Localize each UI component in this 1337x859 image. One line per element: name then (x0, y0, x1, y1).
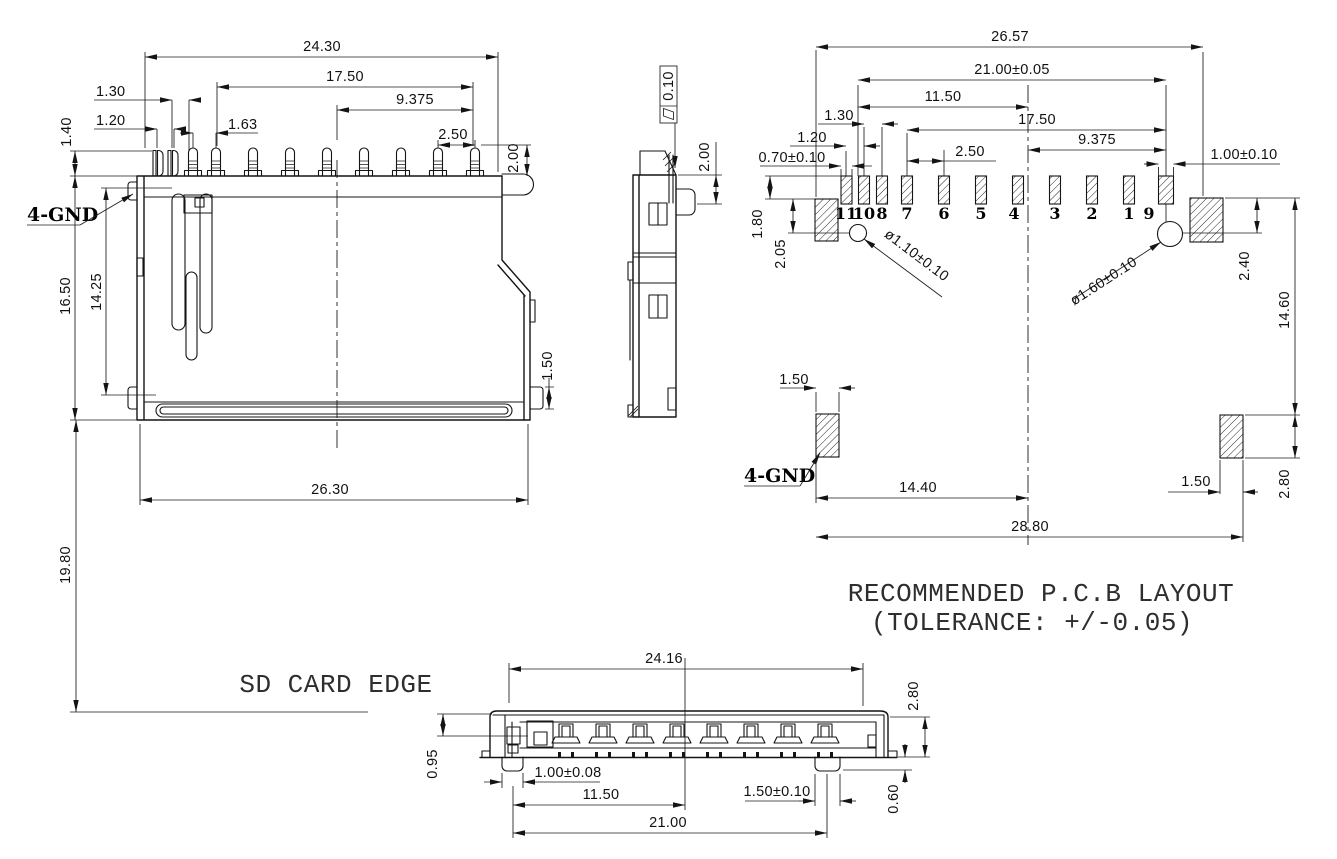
dim-1-30: 1.30 (96, 84, 125, 100)
sd-card-edge-label: SD CARD EDGE (239, 670, 432, 700)
pcb-layout: 11 10 8 7 6 5 4 3 2 1 9 26.57 21.00±0.05… (744, 29, 1300, 638)
dim-2-00-side: 2.00 (697, 142, 713, 171)
dim-0-60: 0.60 (886, 784, 902, 813)
hole-large (1156, 220, 1184, 248)
dim-1-50-front: 1.50 (540, 351, 556, 380)
pcb-title: RECOMMENDED P.C.B LAYOUT (848, 579, 1234, 609)
dim-9-375: 9.375 (396, 92, 434, 108)
pin-label-10: 10 (853, 204, 875, 223)
dim-1-50-bottom: 1.50±0.10 (743, 784, 810, 800)
dim-16-50: 16.50 (58, 277, 74, 315)
hole-small (848, 223, 868, 243)
bottom-pins (551, 723, 840, 757)
dim-1-50-bl: 1.50 (779, 372, 808, 388)
right-leg (814, 756, 841, 772)
dim-14-40: 14.40 (899, 480, 937, 496)
dim-2-50-front: 2.50 (438, 127, 467, 143)
gnd-pad-bottom-left (815, 413, 840, 458)
pin-label-11: 11 (835, 204, 857, 223)
dim-2-40: 2.40 (1237, 251, 1253, 280)
dim-28-80: 28.80 (1011, 519, 1049, 535)
gnd-pad-bottom-right (1219, 414, 1244, 459)
side-view: 0.10 2.00 (627, 65, 722, 418)
bottom-view: SD CARD EDGE 24.16 2.80 0.60 (239, 651, 930, 838)
pcb-tolerance: (TOLERANCE: +/-0.05) (871, 608, 1193, 638)
front-gnd-callout: 4-GND (27, 193, 134, 226)
pin-label-3: 3 (1049, 204, 1060, 223)
dim-26-30: 26.30 (311, 482, 349, 498)
dim-1-50-br: 1.50 (1181, 474, 1210, 490)
pcb-gnd-label: 4-GND (744, 465, 815, 487)
eject-mechanism (171, 193, 213, 361)
dim-24-30: 24.30 (303, 39, 341, 55)
dim-26-57: 26.57 (991, 29, 1029, 45)
hole-large-callout: ø1.60±0.10 (1067, 254, 1140, 309)
dim-17-50-pcb: 17.50 (1018, 112, 1056, 128)
dim-1-00-pcb: 1.00±0.10 (1210, 147, 1277, 163)
pad-top-right (1189, 197, 1224, 243)
dim-14-25: 14.25 (89, 273, 105, 311)
dim-2-00-front: 2.00 (506, 143, 522, 172)
dim-17-50: 17.50 (326, 69, 364, 85)
pcb-pin-numbers: 11 10 8 7 6 5 4 3 2 1 9 (835, 204, 1155, 223)
hole-small-callout: ø1.10±0.10 (881, 226, 952, 285)
dim-14-60: 14.60 (1277, 291, 1293, 329)
gnd-pad-top-left (814, 198, 839, 242)
dim-2-80-bottom: 2.80 (906, 681, 922, 710)
pin-label-1: 1 (1123, 204, 1134, 223)
front-gnd-label: 4-GND (27, 204, 98, 226)
dim-0-95: 0.95 (425, 749, 441, 778)
pcb-pads (814, 175, 1244, 459)
front-view: 24.30 17.50 9.375 1.30 1.20 1.63 2.50 (27, 39, 556, 713)
dim-1-80: 1.80 (750, 209, 766, 238)
dim-21-00: 21.00±0.05 (974, 62, 1049, 78)
dim-1-20-pcb: 1.20 (797, 130, 826, 146)
flatness-value: 0.10 (661, 71, 677, 100)
dim-2-05: 2.05 (773, 239, 789, 268)
dim-1-30-pcb: 1.30 (824, 108, 853, 124)
pin-label-6: 6 (938, 204, 949, 223)
pin-label-7: 7 (901, 204, 912, 223)
top-pins (152, 147, 485, 177)
dim-0-70: 0.70±0.10 (758, 150, 825, 166)
flatness-callout: 0.10 (659, 65, 678, 124)
dim-24-16: 24.16 (645, 651, 683, 667)
pin-label-5: 5 (975, 204, 986, 223)
left-leg (501, 756, 524, 772)
pin-label-4: 4 (1008, 204, 1019, 223)
dim-2-80-pcb: 2.80 (1277, 469, 1293, 498)
dim-11-50-pcb: 11.50 (925, 89, 962, 105)
dim-1-20: 1.20 (96, 113, 125, 129)
dim-1-00-bottom: 1.00±0.08 (534, 765, 601, 781)
pin-label-2: 2 (1086, 204, 1097, 223)
dim-21-00-bottom: 21.00 (649, 815, 687, 831)
dim-1-40: 1.40 (59, 117, 75, 146)
dim-1-63: 1.63 (228, 117, 257, 133)
dim-11-50-bottom: 11.50 (583, 787, 620, 803)
dim-2-50-pcb: 2.50 (955, 144, 984, 160)
dim-9-375-pcb: 9.375 (1078, 132, 1116, 148)
pin-label-8: 8 (876, 204, 887, 223)
dim-19-80: 19.80 (58, 546, 74, 584)
pin-label-9: 9 (1143, 204, 1154, 223)
front-dimensions: 24.30 17.50 9.375 1.30 1.20 1.63 2.50 (58, 39, 556, 713)
